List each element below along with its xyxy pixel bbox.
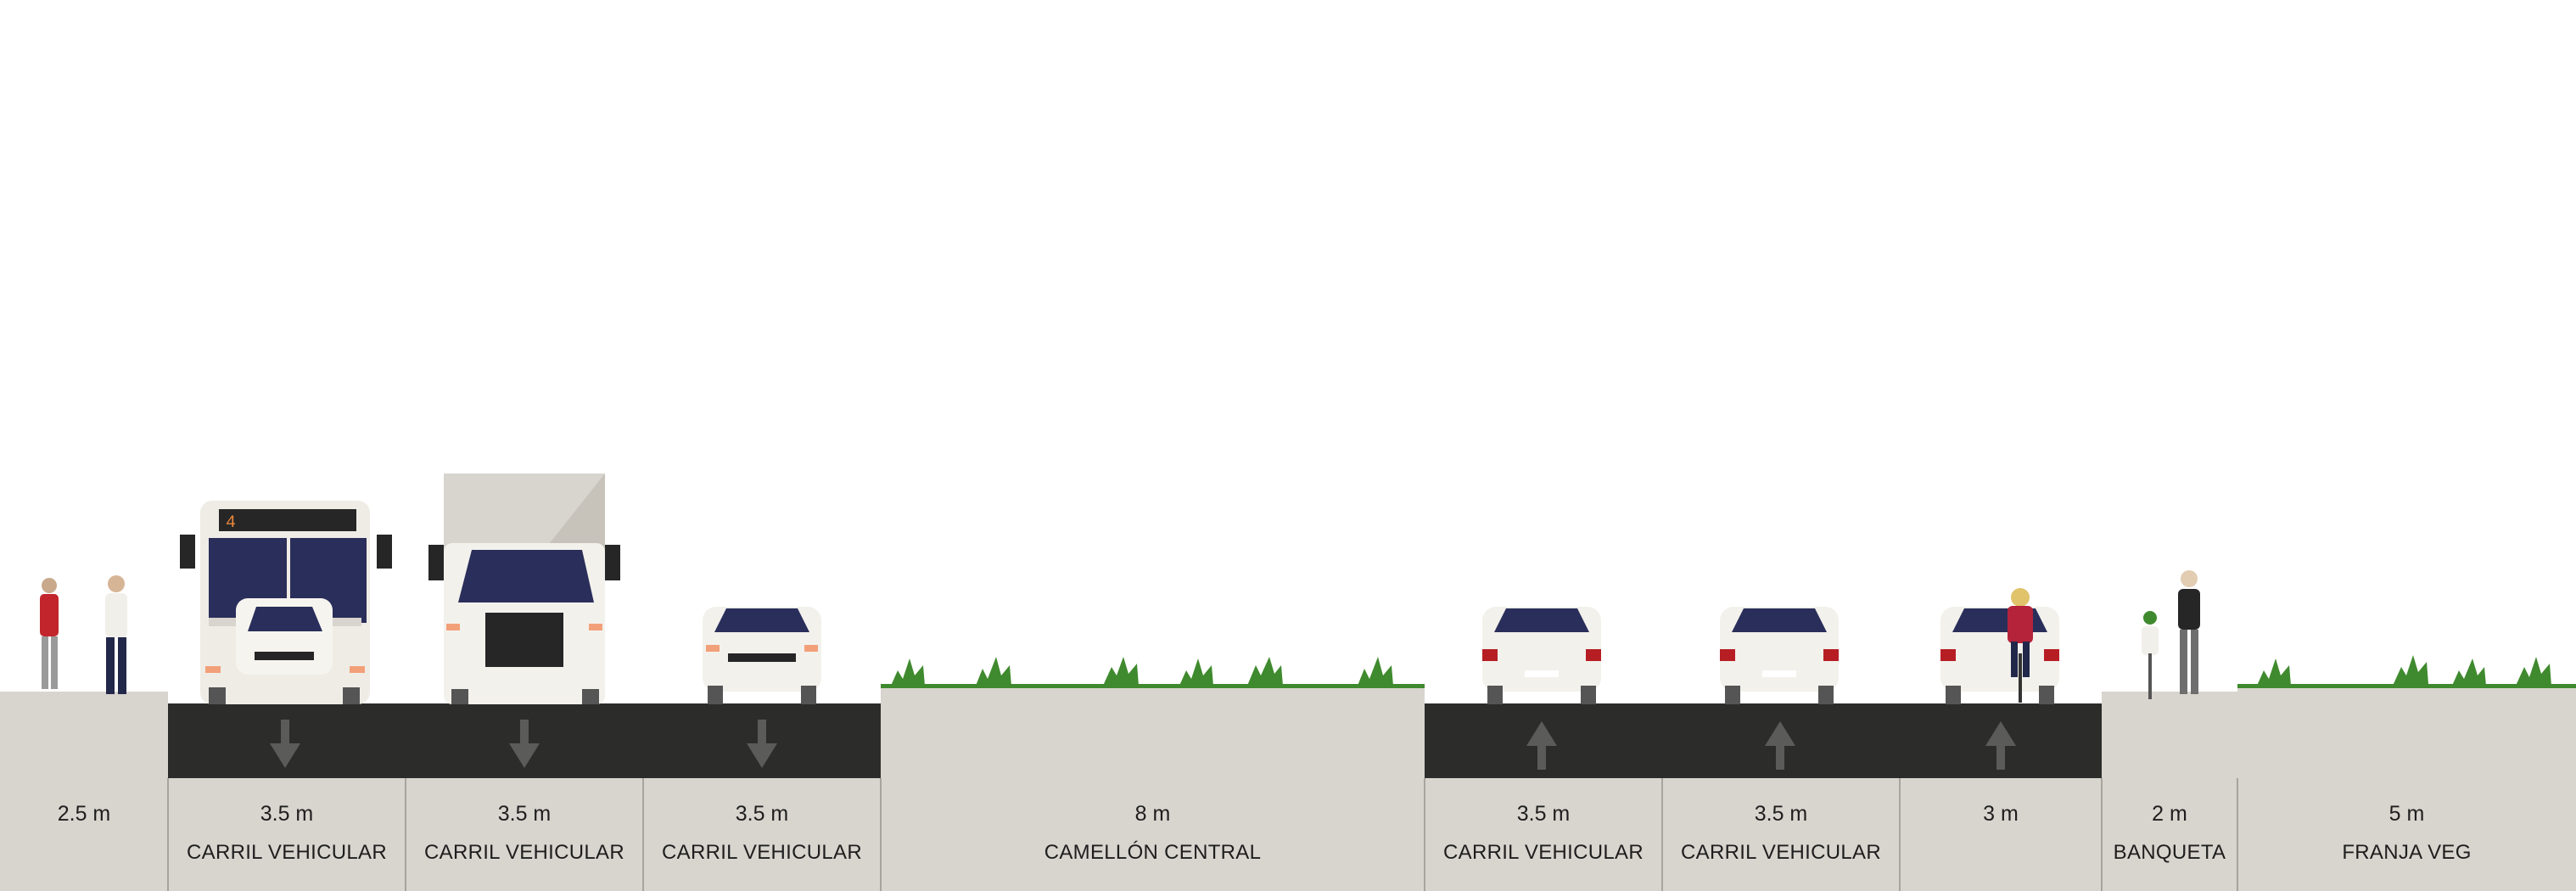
bus-route-number: 4 (226, 513, 236, 533)
pedestrian-icon (2178, 570, 2200, 694)
median-plants-icon (881, 657, 1425, 688)
truck-icon (428, 474, 620, 704)
pedestrian-icon (40, 578, 59, 689)
car-rear-icon (1940, 607, 2059, 704)
child-cyclist-icon (2142, 611, 2159, 699)
segment-width-label: 8 m (1134, 802, 1171, 826)
cyclist-icon (2008, 588, 2033, 703)
segment-width-label: 3.5 m (497, 802, 552, 826)
pedestrian-icon (105, 575, 127, 694)
segment-width-label: 3 m (1983, 802, 2019, 826)
segment-name-label: CARRIL VEHICULAR (1681, 841, 1881, 864)
segment-name-label: CARRIL VEHICULAR (662, 841, 862, 864)
segment-width-label: 2.5 m (57, 802, 111, 826)
segment-name-label: CARRIL VEHICULAR (424, 841, 624, 864)
segment-width-label: 3.5 m (1516, 802, 1571, 826)
planting-strip-plants-icon (2237, 655, 2576, 688)
segment-width-label: 5 m (2388, 802, 2425, 826)
segment-name-label: BANQUETA (2113, 841, 2226, 864)
car-rear-icon (1720, 607, 1839, 704)
bus-icon: 4 (180, 501, 392, 704)
segment-width-label: 3.5 m (1754, 802, 1808, 826)
left-sidewalk-ground (0, 692, 168, 891)
car-rear-icon (1482, 607, 1601, 704)
down-arrow-icon (270, 720, 300, 768)
segment-name-label: CAMELLÓN CENTRAL (1044, 841, 1262, 864)
up-arrow-icon (1765, 721, 1795, 770)
car-front-icon (703, 607, 821, 704)
up-arrow-icon (1985, 721, 2016, 770)
segment-name-label: FRANJA VEG (2342, 841, 2472, 864)
down-arrow-icon (509, 720, 540, 768)
segment-width-label: 3.5 m (735, 802, 789, 826)
northbound-label-strip (1425, 778, 2102, 891)
segment-dividers (167, 778, 2238, 891)
up-arrow-icon (1526, 721, 1557, 770)
right-sidewalk-ground (2102, 692, 2237, 891)
southbound-label-strip (168, 778, 881, 891)
segment-width-label: 3.5 m (260, 802, 314, 826)
segment-name-label: CARRIL VEHICULAR (187, 841, 387, 864)
down-arrow-icon (747, 720, 777, 768)
median-ground (881, 688, 1425, 891)
planting-strip-ground (2237, 688, 2576, 891)
segment-width-label: 2 m (2152, 802, 2187, 826)
segment-name-label: CARRIL VEHICULAR (1443, 841, 1644, 864)
